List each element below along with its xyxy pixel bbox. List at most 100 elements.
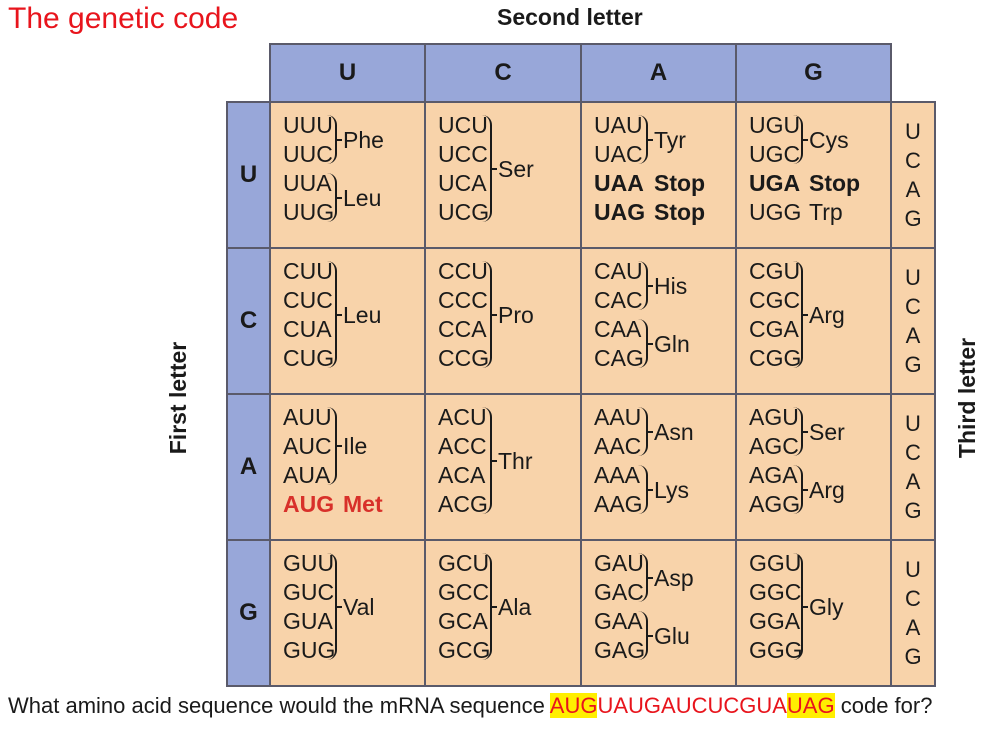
brace-uu-bottom (327, 173, 342, 222)
brace-ag-bottom (793, 465, 808, 514)
row-header-c: C (226, 247, 271, 395)
amino-acid-gln: Gln (654, 330, 690, 357)
amino-acid-val: Val (343, 593, 375, 620)
brace-cg-tick (802, 313, 808, 316)
question-suffix: code for? (834, 693, 933, 718)
brace-au-tick (336, 445, 342, 447)
column-header-a: A (580, 43, 737, 103)
codon-gag: GAG (594, 637, 646, 663)
brace-ag-top-tick (802, 430, 808, 433)
amino-acid-pro: Pro (498, 301, 534, 328)
brace-gg-tick (802, 605, 808, 608)
amino-acid-ser: Ser (498, 155, 534, 182)
codon-uug: UUG (283, 199, 335, 225)
amino-acid-leu: Leu (343, 184, 382, 211)
brace-uu-top (327, 115, 342, 164)
codon-gaa: GAA (594, 608, 643, 634)
codon-cag: CAG (594, 345, 644, 371)
codon-uau: UAU (594, 112, 643, 138)
page-title: The genetic code (8, 2, 239, 35)
amino-acid-ser: Ser (809, 418, 845, 445)
brace-gu-tick (336, 605, 342, 608)
codon-agc: AGC (749, 433, 799, 459)
codon-ccu: CCU (438, 258, 488, 284)
brace-aa-top (638, 407, 653, 456)
stop-label: Stop (809, 170, 861, 196)
third-letter-g: G (904, 644, 922, 669)
brace-gc-tick (491, 605, 497, 608)
codon-uaa: UAA (594, 170, 644, 196)
codon-aac: AAC (594, 433, 642, 459)
third-letter-u: U (905, 265, 921, 290)
third-letter-u: U (905, 411, 921, 436)
third-letter-a: A (905, 469, 921, 494)
brace-ug-top-tick (802, 138, 808, 141)
codon-ucg: UCG (438, 199, 490, 225)
third-letter-a: A (905, 615, 921, 640)
third-letter-g: G (904, 498, 922, 523)
third-letter-u: U (905, 119, 921, 144)
codon-cca: CCA (438, 316, 487, 342)
codon-cgc: CGC (749, 287, 801, 313)
amino-acid-leu: Leu (343, 301, 382, 328)
row-header-g: G (226, 539, 271, 687)
amino-acid-cys: Cys (809, 126, 849, 153)
third-letter-c: C (905, 294, 921, 319)
stop-label: Stop (654, 170, 706, 196)
column-header-u: U (269, 43, 426, 103)
codon-cgu: CGU (749, 258, 801, 284)
first-letter-label: First letter (165, 341, 191, 455)
brace-cg (793, 261, 808, 368)
third-letter-a: A (905, 177, 921, 202)
codon-aga: AGA (749, 462, 798, 488)
question-text: What amino acid sequence would the mRNA … (8, 693, 932, 719)
codon-caa: CAA (594, 316, 642, 342)
codon-ugu: UGU (749, 112, 801, 138)
column-header-g: G (735, 43, 892, 103)
codon-aua: AUA (283, 462, 331, 488)
codon-ugg: UGG (749, 199, 802, 225)
brace-ag-bottom-tick (802, 488, 808, 491)
third-letter-g: G (904, 352, 922, 377)
codon-uac: UAC (594, 141, 643, 167)
codon-uuc: UUC (283, 141, 333, 167)
codon-ccg: CCG (438, 345, 490, 371)
amino-acid-arg: Arg (809, 476, 845, 503)
amino-acid-tyr: Tyr (654, 126, 686, 153)
third-letter-c: C (905, 586, 921, 611)
sequence-middle: UAUGAUCUCGUA (597, 693, 787, 718)
codon-cac: CAC (594, 287, 643, 313)
brace-aa-bottom (638, 465, 653, 514)
codon-aau: AAU (594, 404, 642, 430)
codon-uua: UUA (283, 170, 332, 196)
codon-acc: ACC (438, 433, 487, 459)
codon-gcu: GCU (438, 550, 490, 576)
brace-cc-tick (491, 313, 497, 316)
amino-acid-arg: Arg (809, 301, 845, 328)
codon-ugc: UGC (749, 141, 801, 167)
codon-cuu: CUU (283, 258, 333, 284)
brace-uc (482, 115, 497, 222)
brace-uu-bottom-tick (336, 196, 342, 199)
codon-uga: UGA (749, 170, 801, 196)
brace-ca-bottom-tick (647, 342, 653, 345)
stop-label: Stop (654, 199, 706, 225)
brace-ua-top (638, 115, 653, 164)
third-letter-u: U (905, 557, 921, 582)
question-prefix: What amino acid sequence would the mRNA … (8, 693, 550, 718)
third-letter-c: C (905, 148, 921, 173)
codon-cua: CUA (283, 316, 332, 342)
